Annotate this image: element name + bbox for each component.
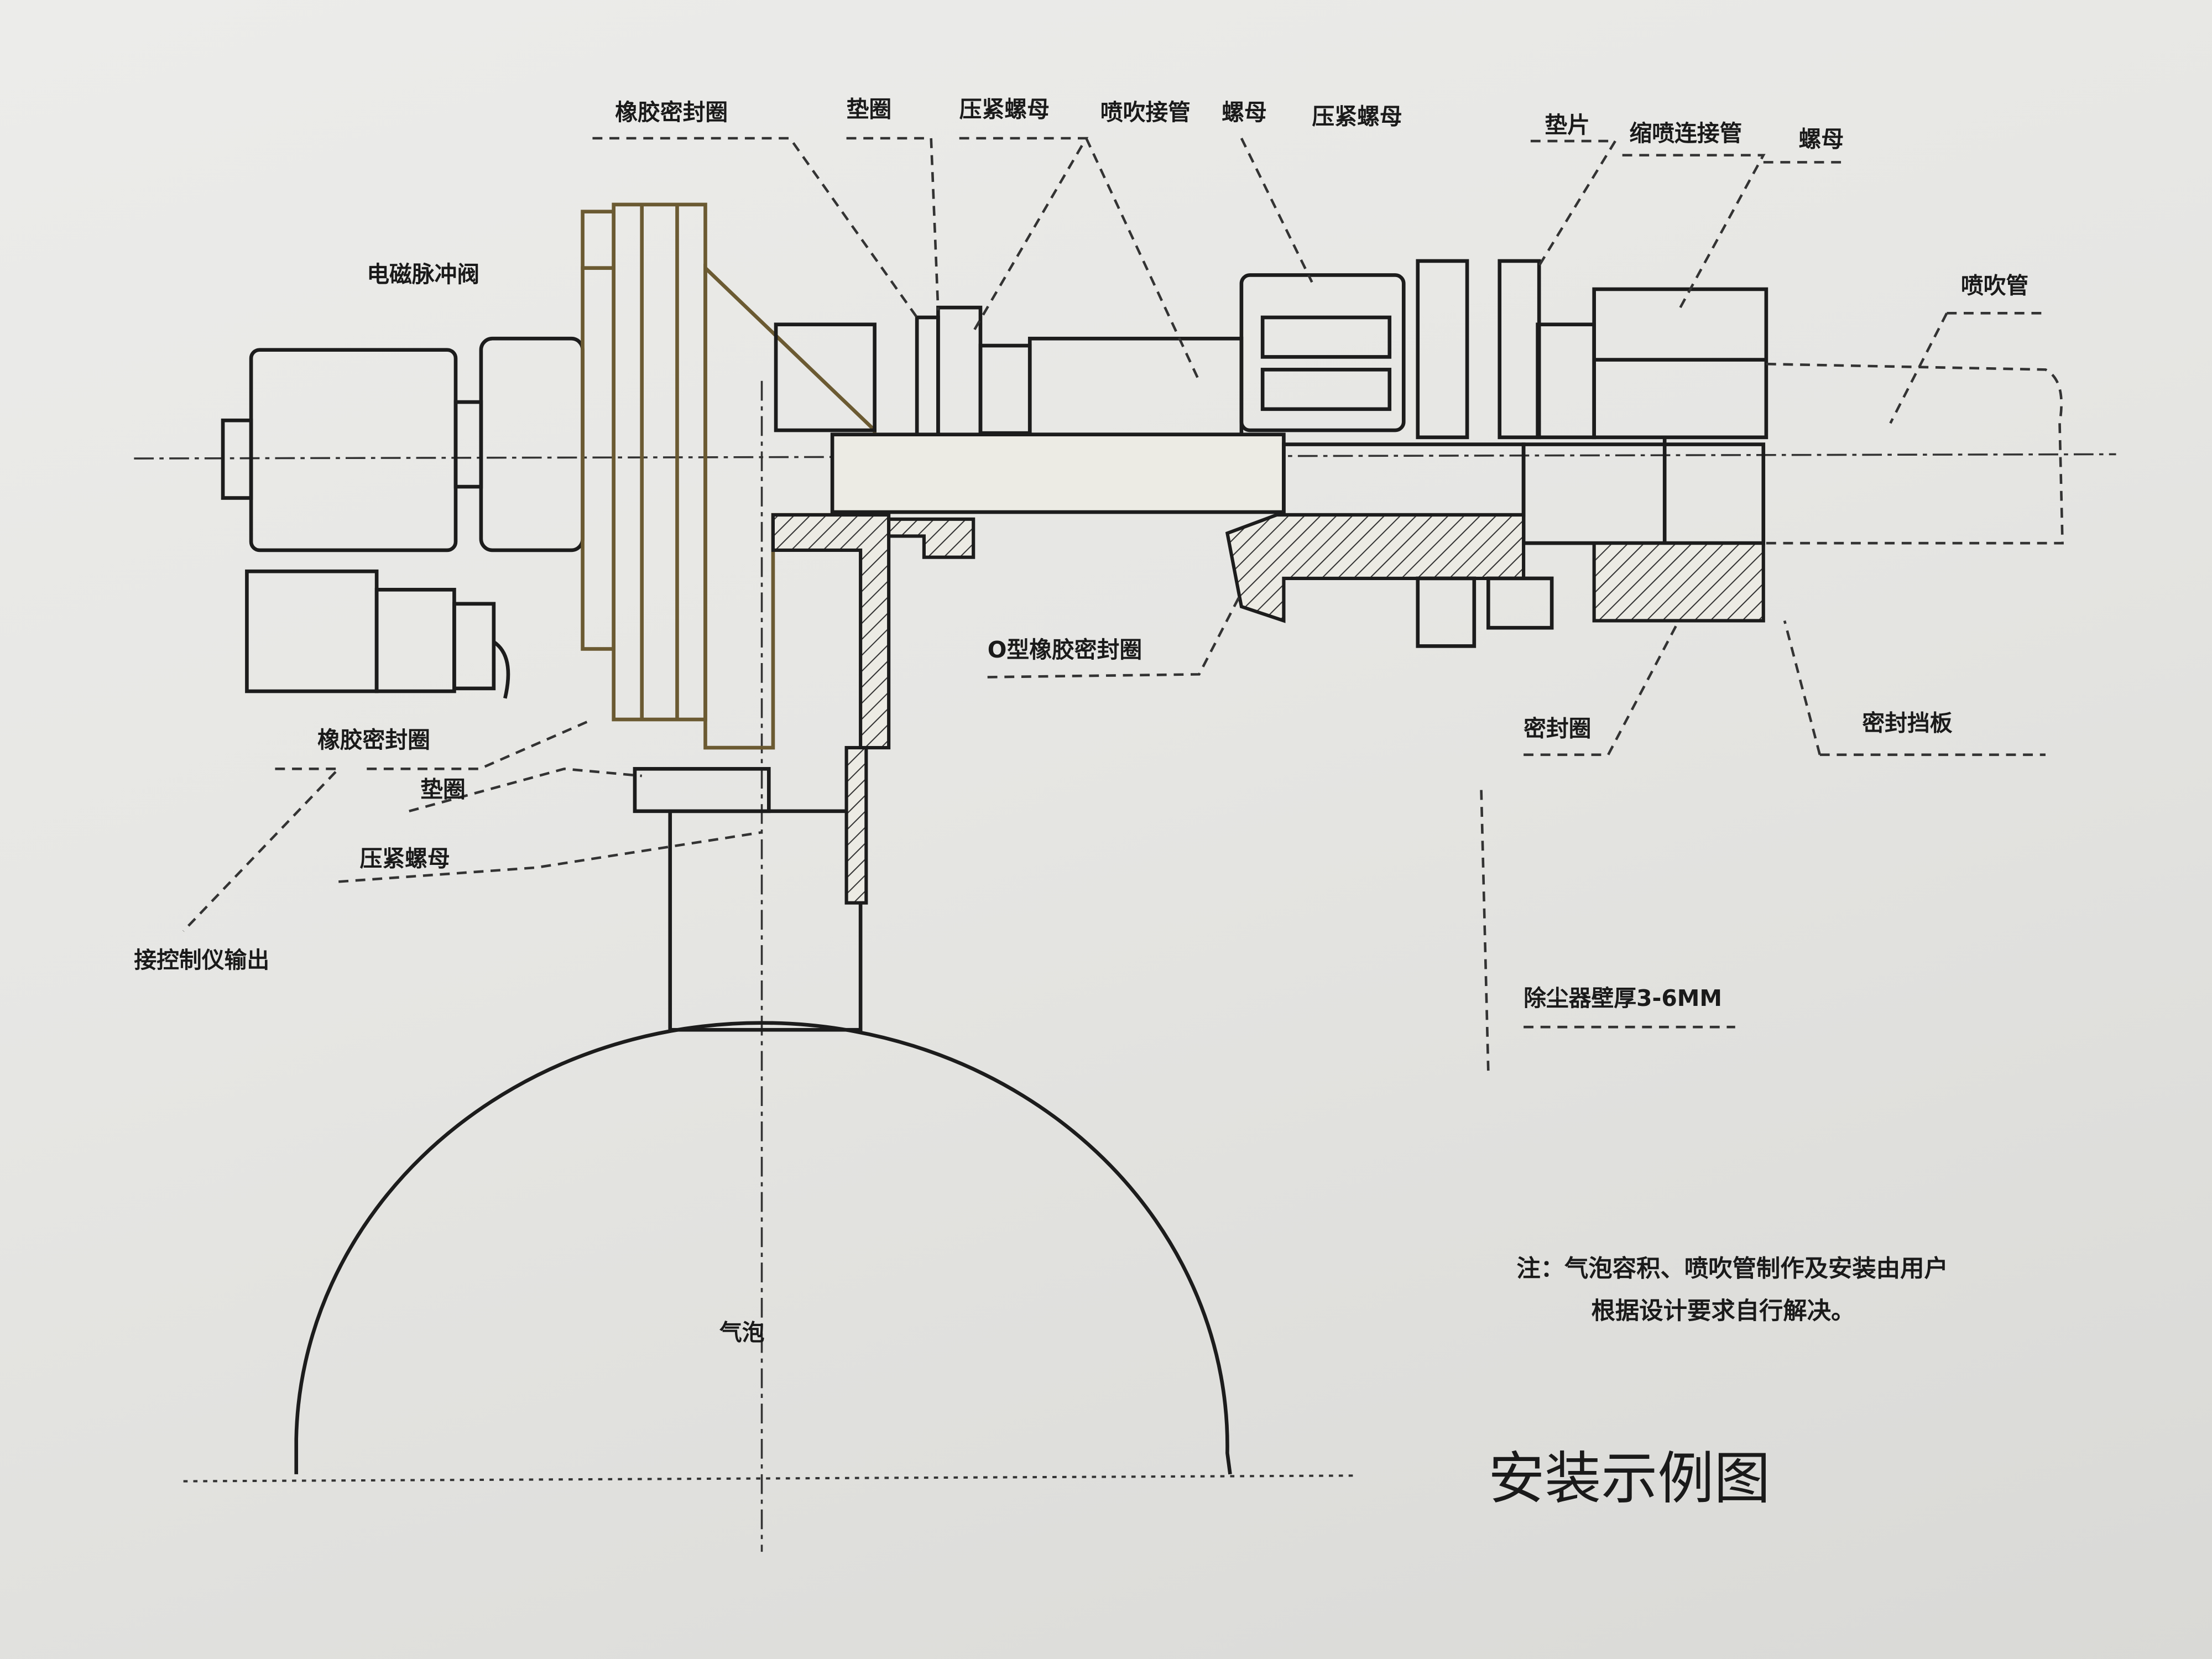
label-solenoid-valve: 电磁脉冲阀 [367, 261, 479, 288]
label-compress-nut-top: 压紧螺母 [959, 96, 1050, 123]
label-air-bag: 气泡 [719, 1319, 765, 1345]
label-nozzle-connector: 缩喷连接管 [1629, 120, 1742, 147]
label-compress-nut-top2: 压紧螺母 [1312, 103, 1402, 129]
label-controller-output: 接控制仪输出 [134, 947, 269, 973]
label-seal-baffle: 密封挡板 [1862, 709, 1952, 736]
label-rubber-seal-left: 橡胶密封圈 [317, 727, 430, 753]
air-bag-drawing [183, 745, 1490, 1483]
label-washer-top: 垫圈 [847, 96, 892, 123]
label-blow-connector: 喷吹接管 [1100, 99, 1191, 126]
note-line-2: 根据设计要求自行解决。 [1592, 1297, 1855, 1325]
solenoid-valve-drawing [221, 202, 877, 750]
label-blow-pipe: 喷吹管 [1961, 273, 2028, 299]
label-washer-left: 垫圈 [420, 776, 466, 802]
leader-lines [182, 137, 2046, 1029]
blow-connector-drawing [771, 259, 2064, 750]
diagram-title: 安装示例图 [1488, 1446, 1770, 1512]
label-nut-right: 螺母 [1799, 126, 1844, 152]
label-nut-top: 螺母 [1222, 99, 1267, 126]
label-seal-ring: 密封圈 [1524, 716, 1591, 742]
label-rubber-seal-top: 橡胶密封圈 [615, 99, 728, 126]
label-compress-nut-left: 压紧螺母 [360, 845, 450, 872]
note-line-1: 注：气泡容积、喷吹管制作及安装由用户 [1516, 1255, 1948, 1283]
label-wall-thickness: 除尘器壁厚3-6MM [1524, 985, 1722, 1011]
label-gasket: 垫片 [1545, 112, 1590, 138]
label-o-ring: O型橡胶密封圈 [988, 637, 1142, 663]
